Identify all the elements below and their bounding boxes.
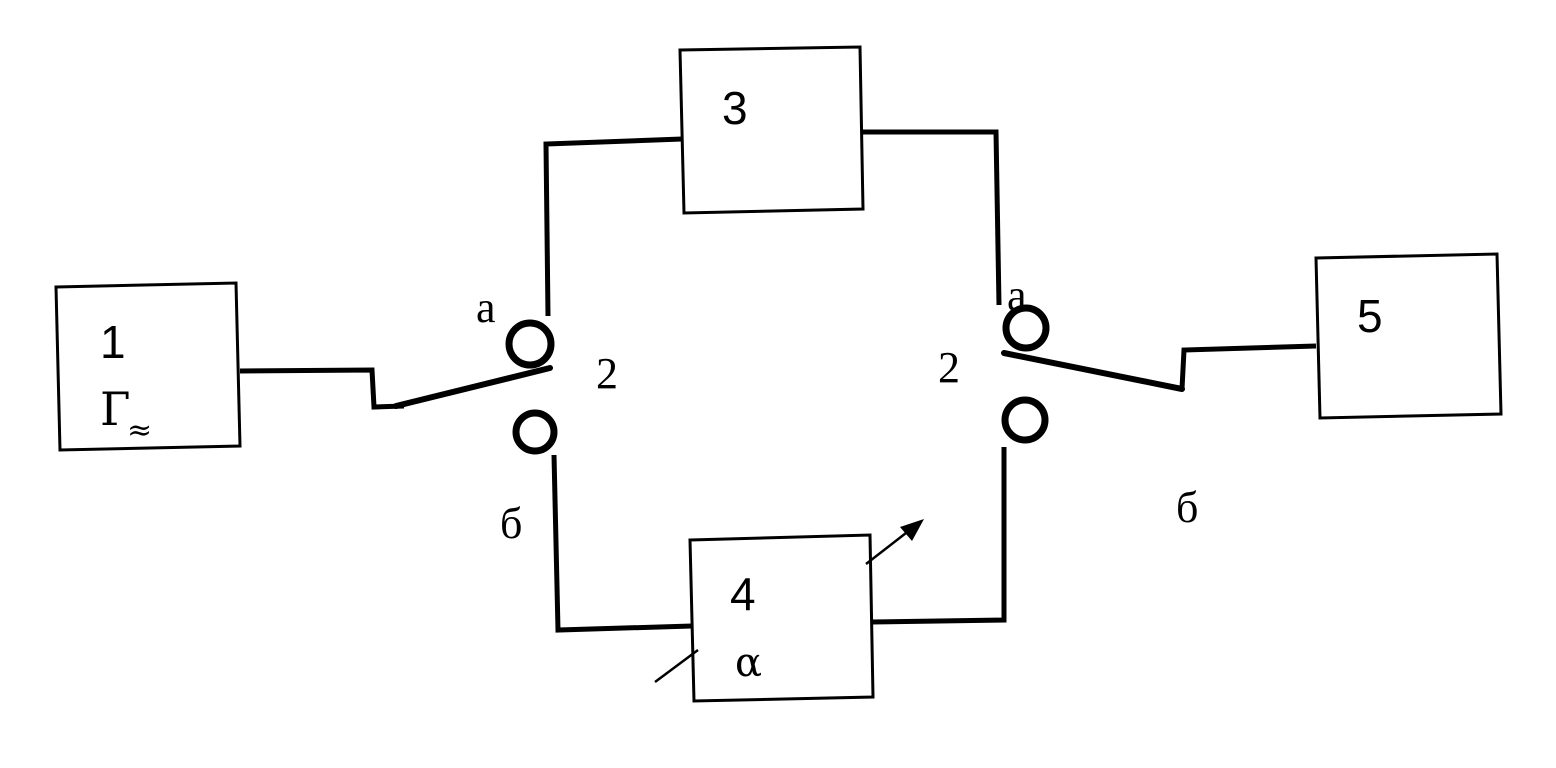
block-1-symbol-sub: ≈ [127,413,152,448]
wire-left-switch-b-to-block4 [551,454,693,633]
block-4-symbol: α [735,640,762,686]
block-1-number: 1 [100,316,126,368]
wire-block4-to-right-switch-b [871,447,1007,625]
right-switch-pos-a-label: а [1007,271,1027,320]
right-switch-contact-b [1001,396,1049,444]
left-switch-contact-a [505,319,555,369]
block-5: 5 [1314,252,1503,420]
right-switch: а 2 б [938,271,1198,532]
left-switch: а 2 б [393,283,618,548]
block-1-symbol: Г [100,382,130,436]
right-switch-number: 2 [938,343,960,392]
right-switch-contact-a [1002,304,1050,352]
left-switch-blade [393,365,553,409]
adjustment-arrow-head [900,519,924,541]
left-switch-pos-a-label: а [476,283,496,332]
block-4-phase-shifter: 4 α [654,519,924,703]
left-switch-number: 2 [596,349,618,398]
wire-block1-to-left-switch [239,367,405,410]
adjustment-tick [654,648,699,684]
block-3-number: 3 [722,82,748,134]
block-3: 3 [678,45,865,215]
adjustment-arrow-shaft [865,532,907,565]
right-switch-blade [1001,350,1185,392]
block-5-number: 5 [1357,290,1383,342]
wire-left-switch-a-to-block3 [543,136,683,317]
left-switch-pos-b-label: б [500,499,522,548]
block-4-number: 4 [730,568,756,620]
right-switch-pos-b-label: б [1176,483,1198,532]
block-1-generator: 1 Г ≈ [54,281,242,452]
wire-block3-to-right-switch-a [862,129,1002,306]
wire-right-switch-to-block5 [1179,343,1317,390]
left-switch-contact-b [512,409,558,455]
